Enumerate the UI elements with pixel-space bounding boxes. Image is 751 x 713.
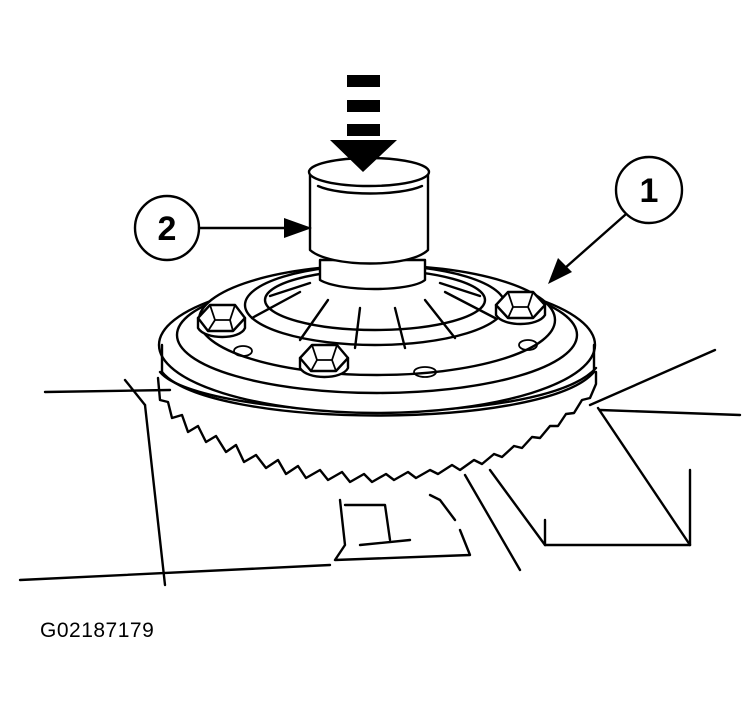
callout-2-label: 2 [158,210,177,248]
press-tool [307,156,431,291]
callout-1: 1 [548,155,684,284]
ring-gear-bolt [196,303,247,339]
press-bed [18,348,742,587]
ring-gear-bolt-callout-target [494,290,547,326]
press-direction-arrow [330,75,397,172]
callout-2: 2 [133,194,312,262]
ring-gear-bolts [196,290,547,379]
ring-gear-bolt [298,343,350,379]
callout-1-label: 1 [640,172,659,210]
differential-case [333,493,472,562]
figure-id: G02187179 [40,619,155,642]
